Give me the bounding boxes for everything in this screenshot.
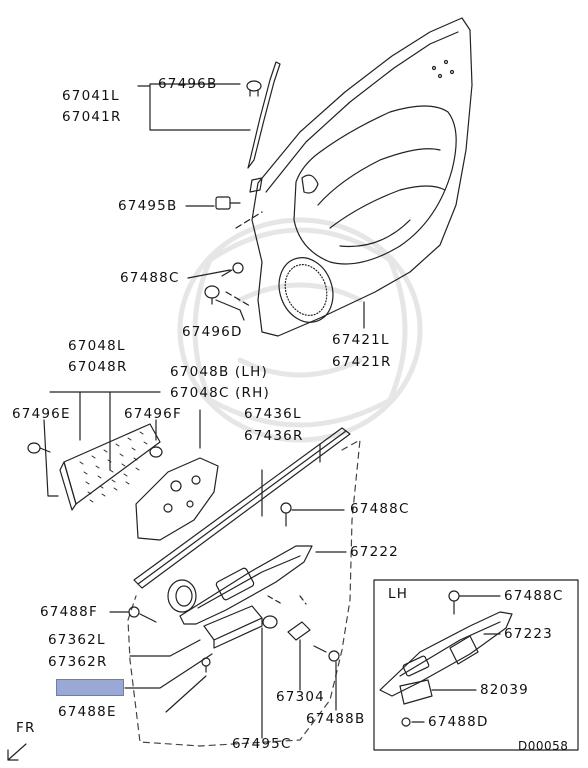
inset-label-lh: LH <box>388 586 409 602</box>
part-label-67488c-lh: 67488C <box>504 588 564 604</box>
part-label-67488c-mid: 67488C <box>350 501 410 517</box>
door-trim-panel <box>251 17 473 337</box>
watermark-emblem <box>177 217 423 443</box>
part-label-67496e: 67496E <box>12 406 71 422</box>
part-label-67041l: 67041L <box>62 88 120 104</box>
part-label-67223: 67223 <box>504 626 553 642</box>
clip-67496f <box>149 446 163 458</box>
part-label-67362r: 67362R <box>48 654 108 670</box>
clip-67495c <box>261 615 278 739</box>
lh-armrest-panel <box>379 611 513 697</box>
speaker-bracket <box>135 409 219 541</box>
direction-label: FR <box>16 720 36 736</box>
part-label-67041r: 67041R <box>62 109 122 125</box>
clip-67495b <box>215 196 241 210</box>
part-label-67222: 67222 <box>350 544 399 560</box>
part-label-67048c: 67048C (RH) <box>170 385 270 401</box>
part-label-67304: 67304 <box>276 689 325 705</box>
screw-67488c-lh <box>448 590 501 615</box>
part-label-67496d: 67496D <box>182 324 243 340</box>
part-label-67421l: 67421L <box>332 332 390 348</box>
part-label-67488d: 67488D <box>428 714 489 730</box>
part-label-67496f: 67496F <box>124 406 182 422</box>
screw-67488c-top <box>221 262 244 277</box>
part-label-67048b: 67048B (LH) <box>170 364 268 380</box>
part-label-67496b: 67496B <box>158 76 218 92</box>
part-label-67048l: 67048L <box>68 338 126 354</box>
part-label-67488c-top: 67488C <box>120 270 180 286</box>
screw-67488c-mid <box>280 502 345 527</box>
grille-holes <box>79 431 148 503</box>
part-label-67495b: 67495B <box>118 198 178 214</box>
diagram-code: D00058 <box>518 739 569 753</box>
door-outline <box>127 439 361 747</box>
inside-handle <box>167 579 197 613</box>
part-label-67488e: 67488E <box>58 704 117 720</box>
screw-67488b <box>313 645 340 711</box>
part-label-67495c: 67495C <box>232 736 292 752</box>
part-label-67362l: 67362L <box>48 632 106 648</box>
part-label-82039: 82039 <box>480 682 529 698</box>
bracket-67304 <box>287 621 311 691</box>
redacted-label-box <box>56 679 124 696</box>
part-label-67488b: 67488B <box>306 711 366 727</box>
part-label-67436r: 67436R <box>244 428 304 444</box>
part-label-67048r: 67048R <box>68 359 128 375</box>
screw-67488f <box>109 606 157 623</box>
front-direction-arrow <box>7 743 27 761</box>
screw-67488e <box>165 657 211 713</box>
armrest-panel <box>179 545 347 625</box>
part-label-67436l: 67436L <box>244 406 302 422</box>
part-label-67488f: 67488F <box>40 604 98 620</box>
pillar-garnish <box>247 61 281 169</box>
part-label-67421r: 67421R <box>332 354 392 370</box>
window-switch <box>203 605 263 649</box>
speaker-grille <box>59 423 161 511</box>
beltline-weatherstrip <box>133 427 351 589</box>
clip-67496d <box>204 285 220 305</box>
screw-67488d <box>401 717 425 727</box>
clip-67496b <box>246 80 262 97</box>
lh-inset-frame <box>373 579 579 751</box>
clip-67496e <box>27 442 51 454</box>
lh-window-switch <box>399 679 477 705</box>
